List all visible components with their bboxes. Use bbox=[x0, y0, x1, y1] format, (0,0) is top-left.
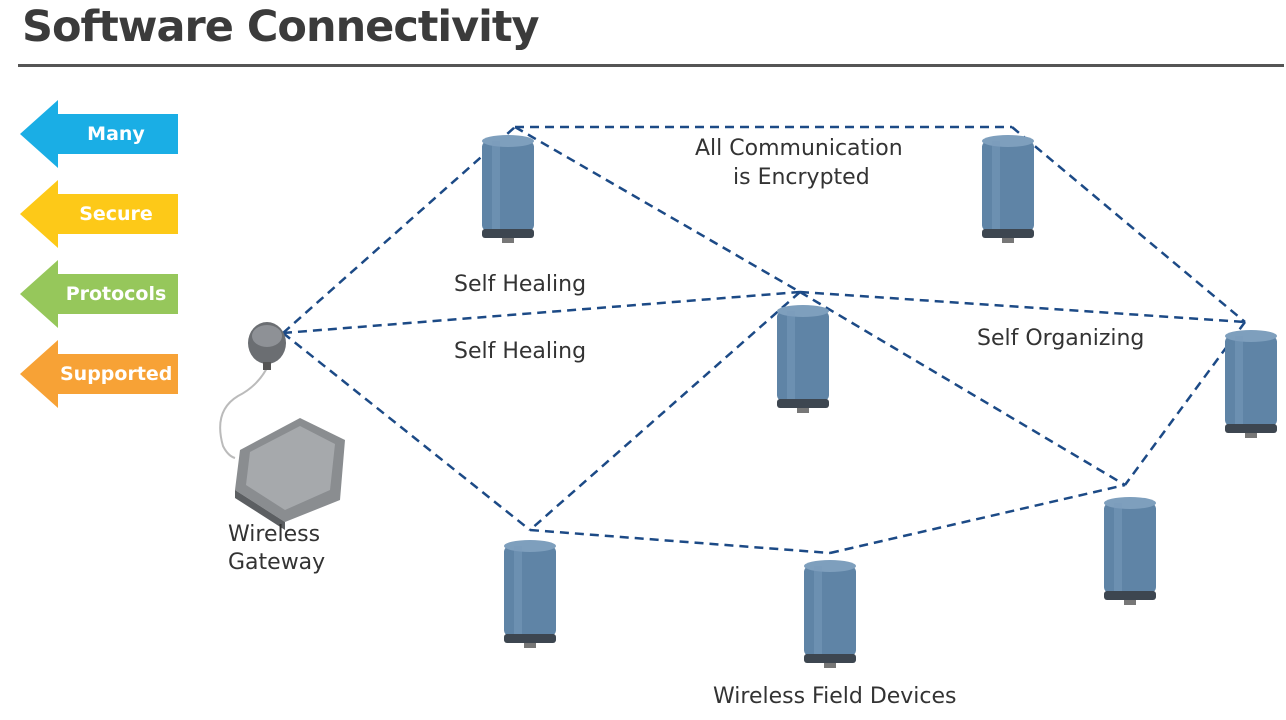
wireless-link bbox=[282, 290, 801, 335]
wireless-link bbox=[282, 332, 531, 531]
self-healing-label: Self Healing bbox=[454, 272, 587, 297]
title-divider bbox=[18, 64, 1284, 67]
wireless-link bbox=[529, 528, 831, 555]
wireless-gateway-device bbox=[235, 418, 345, 530]
arrow-many: Many bbox=[20, 100, 178, 168]
arrow-protocols: Protocols bbox=[20, 260, 178, 328]
wireless-link bbox=[799, 290, 1246, 324]
field-devices-label: Wireless Field Devices bbox=[713, 684, 957, 709]
wireless-field-device bbox=[504, 540, 556, 648]
wireless-field-device bbox=[777, 305, 829, 413]
self-organizing-label: Self Organizing bbox=[977, 326, 1145, 351]
wireless-link bbox=[514, 125, 801, 294]
wireless-field-device bbox=[804, 560, 856, 668]
arrow-label: Many bbox=[87, 123, 145, 145]
wireless-field-device bbox=[482, 135, 534, 243]
page-title: Software Connectivity bbox=[22, 2, 539, 52]
gateway-label-line2: Gateway bbox=[228, 550, 326, 575]
gateway-antenna bbox=[219, 322, 286, 459]
arrow-supported: Supported bbox=[20, 340, 178, 408]
wireless-link bbox=[282, 126, 516, 334]
arrow-label: Secure bbox=[79, 203, 153, 225]
gateway-label-line1: Wireless bbox=[228, 522, 321, 547]
wireless-link bbox=[1011, 126, 1246, 323]
wireless-link bbox=[799, 290, 1126, 487]
wireless-link bbox=[829, 483, 1126, 555]
arrow-label: Supported bbox=[60, 363, 173, 385]
wireless-field-device bbox=[1104, 497, 1156, 605]
arrow-secure: Secure bbox=[20, 180, 178, 248]
wireless-field-device bbox=[982, 135, 1034, 243]
encrypted-label-line2: is Encrypted bbox=[733, 165, 870, 190]
self-healing-label: Self Healing bbox=[454, 339, 587, 364]
wireless-field-device bbox=[1225, 330, 1277, 438]
wireless-link bbox=[529, 291, 801, 531]
encrypted-label-line1: All Communication bbox=[695, 136, 903, 161]
arrow-label: Protocols bbox=[65, 283, 167, 305]
